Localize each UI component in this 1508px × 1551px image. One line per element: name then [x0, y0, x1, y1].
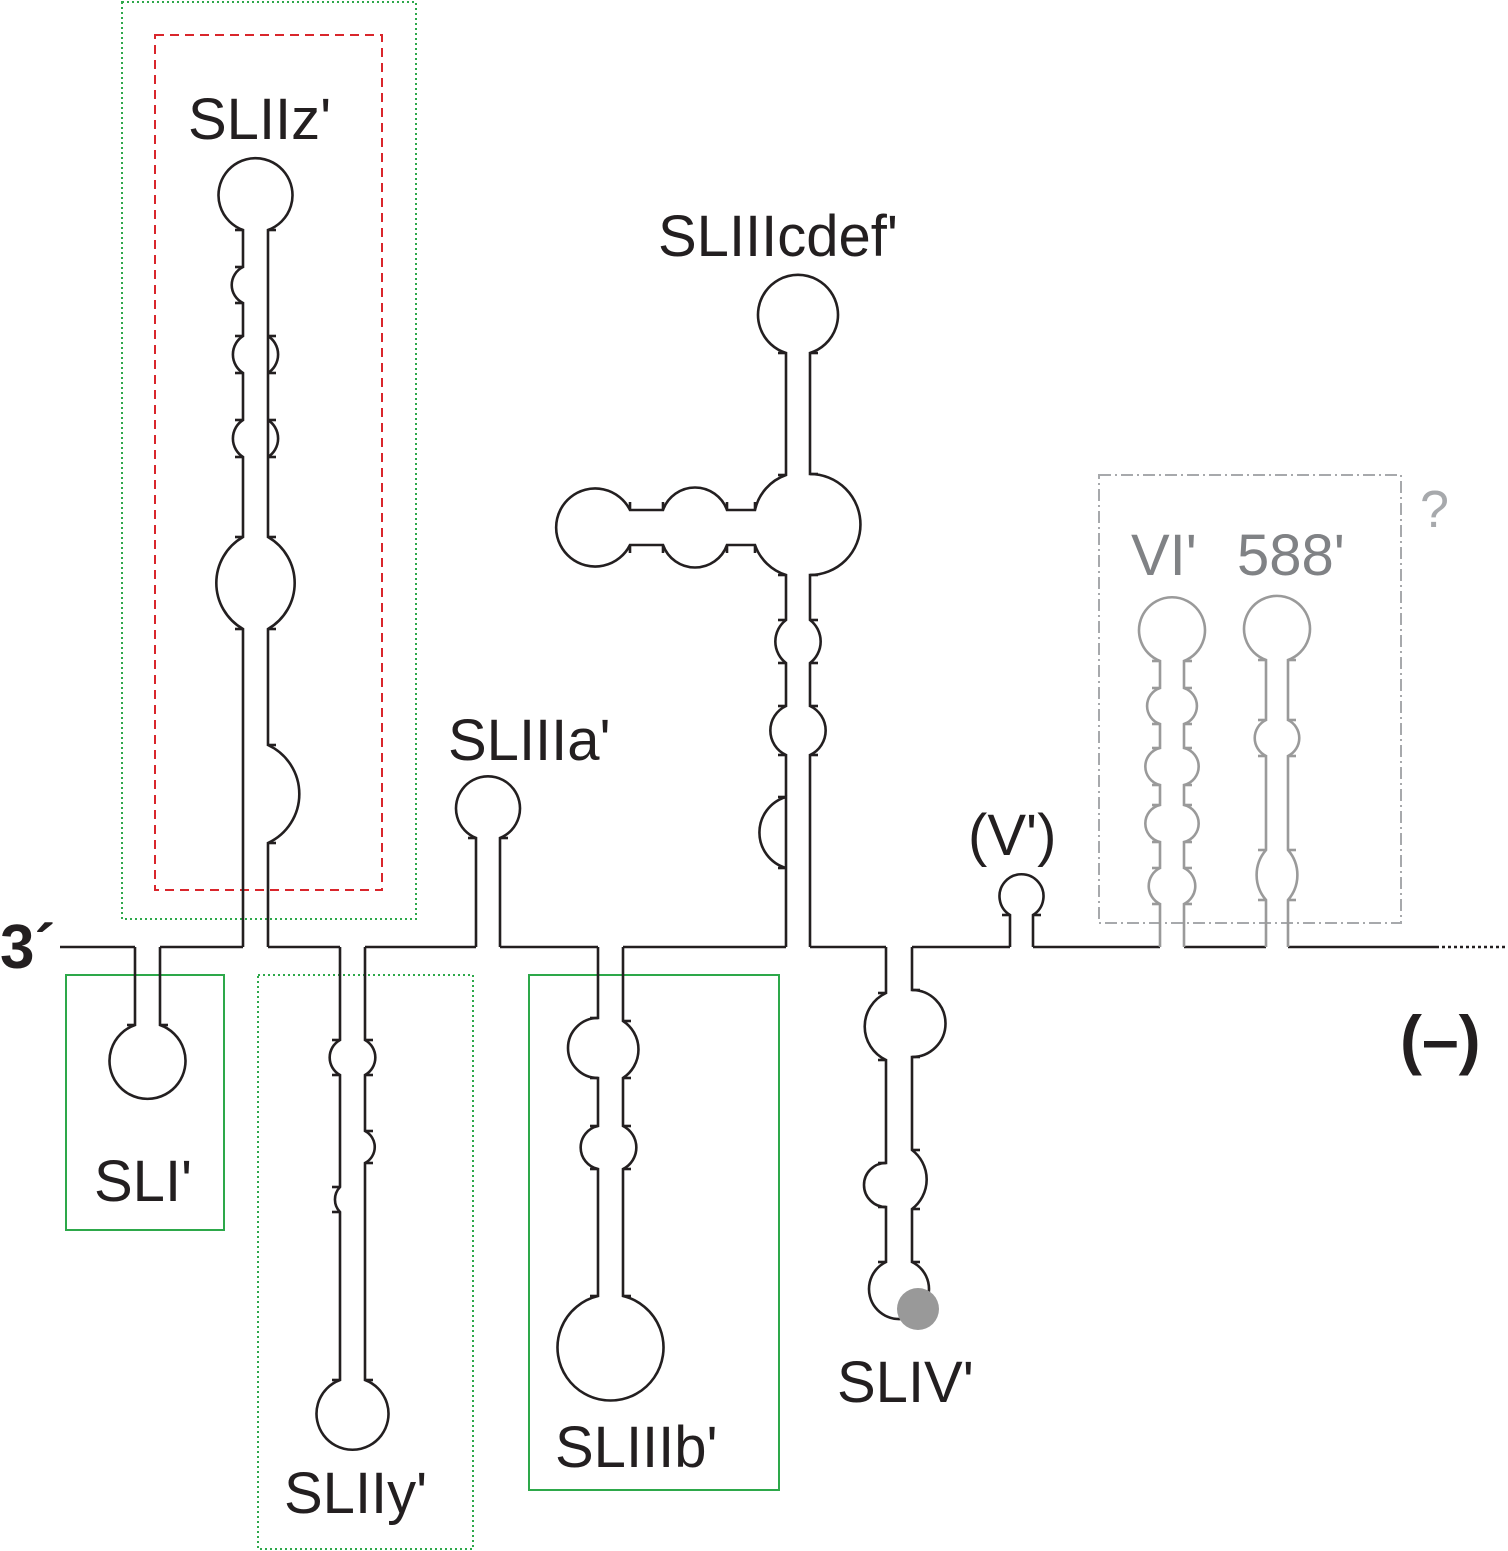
stem-loop-sl3a: [454, 775, 522, 947]
sl3b-green-box: [528, 974, 780, 1491]
label-sl1: SLI': [94, 1149, 192, 1214]
label-question-mark: ?: [1420, 481, 1449, 539]
label-sl588: 588': [1237, 523, 1345, 588]
uncertain-gray-dashdot-box: [1098, 474, 1402, 924]
stem-loop-sl588: [1242, 594, 1312, 947]
stem-loop-sl5: [998, 872, 1045, 947]
label-sl3a: SLIIIa': [448, 708, 611, 773]
sl1-green-box: [65, 974, 225, 1231]
sl2z-green-dotted-box: [121, 1, 417, 920]
sl2z-red-dashed-box: [154, 34, 383, 891]
sl2y-green-dotted-box: [257, 974, 474, 1550]
label-strand-negative: (–): [1400, 1002, 1481, 1076]
label-sl6: VI': [1131, 523, 1197, 588]
stem-loop-sl3b: [556, 947, 665, 1402]
label-sl3cdef: SLIIIcdef': [658, 204, 898, 269]
label-sl3b: SLIIIb': [555, 1415, 718, 1480]
stem-loop-sl2z: [215, 156, 301, 947]
label-sl5: (V'): [968, 803, 1056, 868]
label-sl4: SLIV': [837, 1350, 974, 1415]
label-sl2y: SLIIy': [284, 1461, 427, 1526]
stem-loop-sl4: [862, 947, 947, 1321]
stem-loop-sl2y: [315, 947, 390, 1451]
label-sl2z: SLIIz': [188, 87, 331, 152]
sl4-grey-marker-dot: [897, 1288, 939, 1330]
stem-loop-sl6: [1137, 596, 1207, 947]
label-3prime-end: 3´: [0, 913, 55, 982]
stem-loop-sl3cdef: [554, 273, 862, 947]
stem-loop-sl1: [108, 947, 187, 1101]
